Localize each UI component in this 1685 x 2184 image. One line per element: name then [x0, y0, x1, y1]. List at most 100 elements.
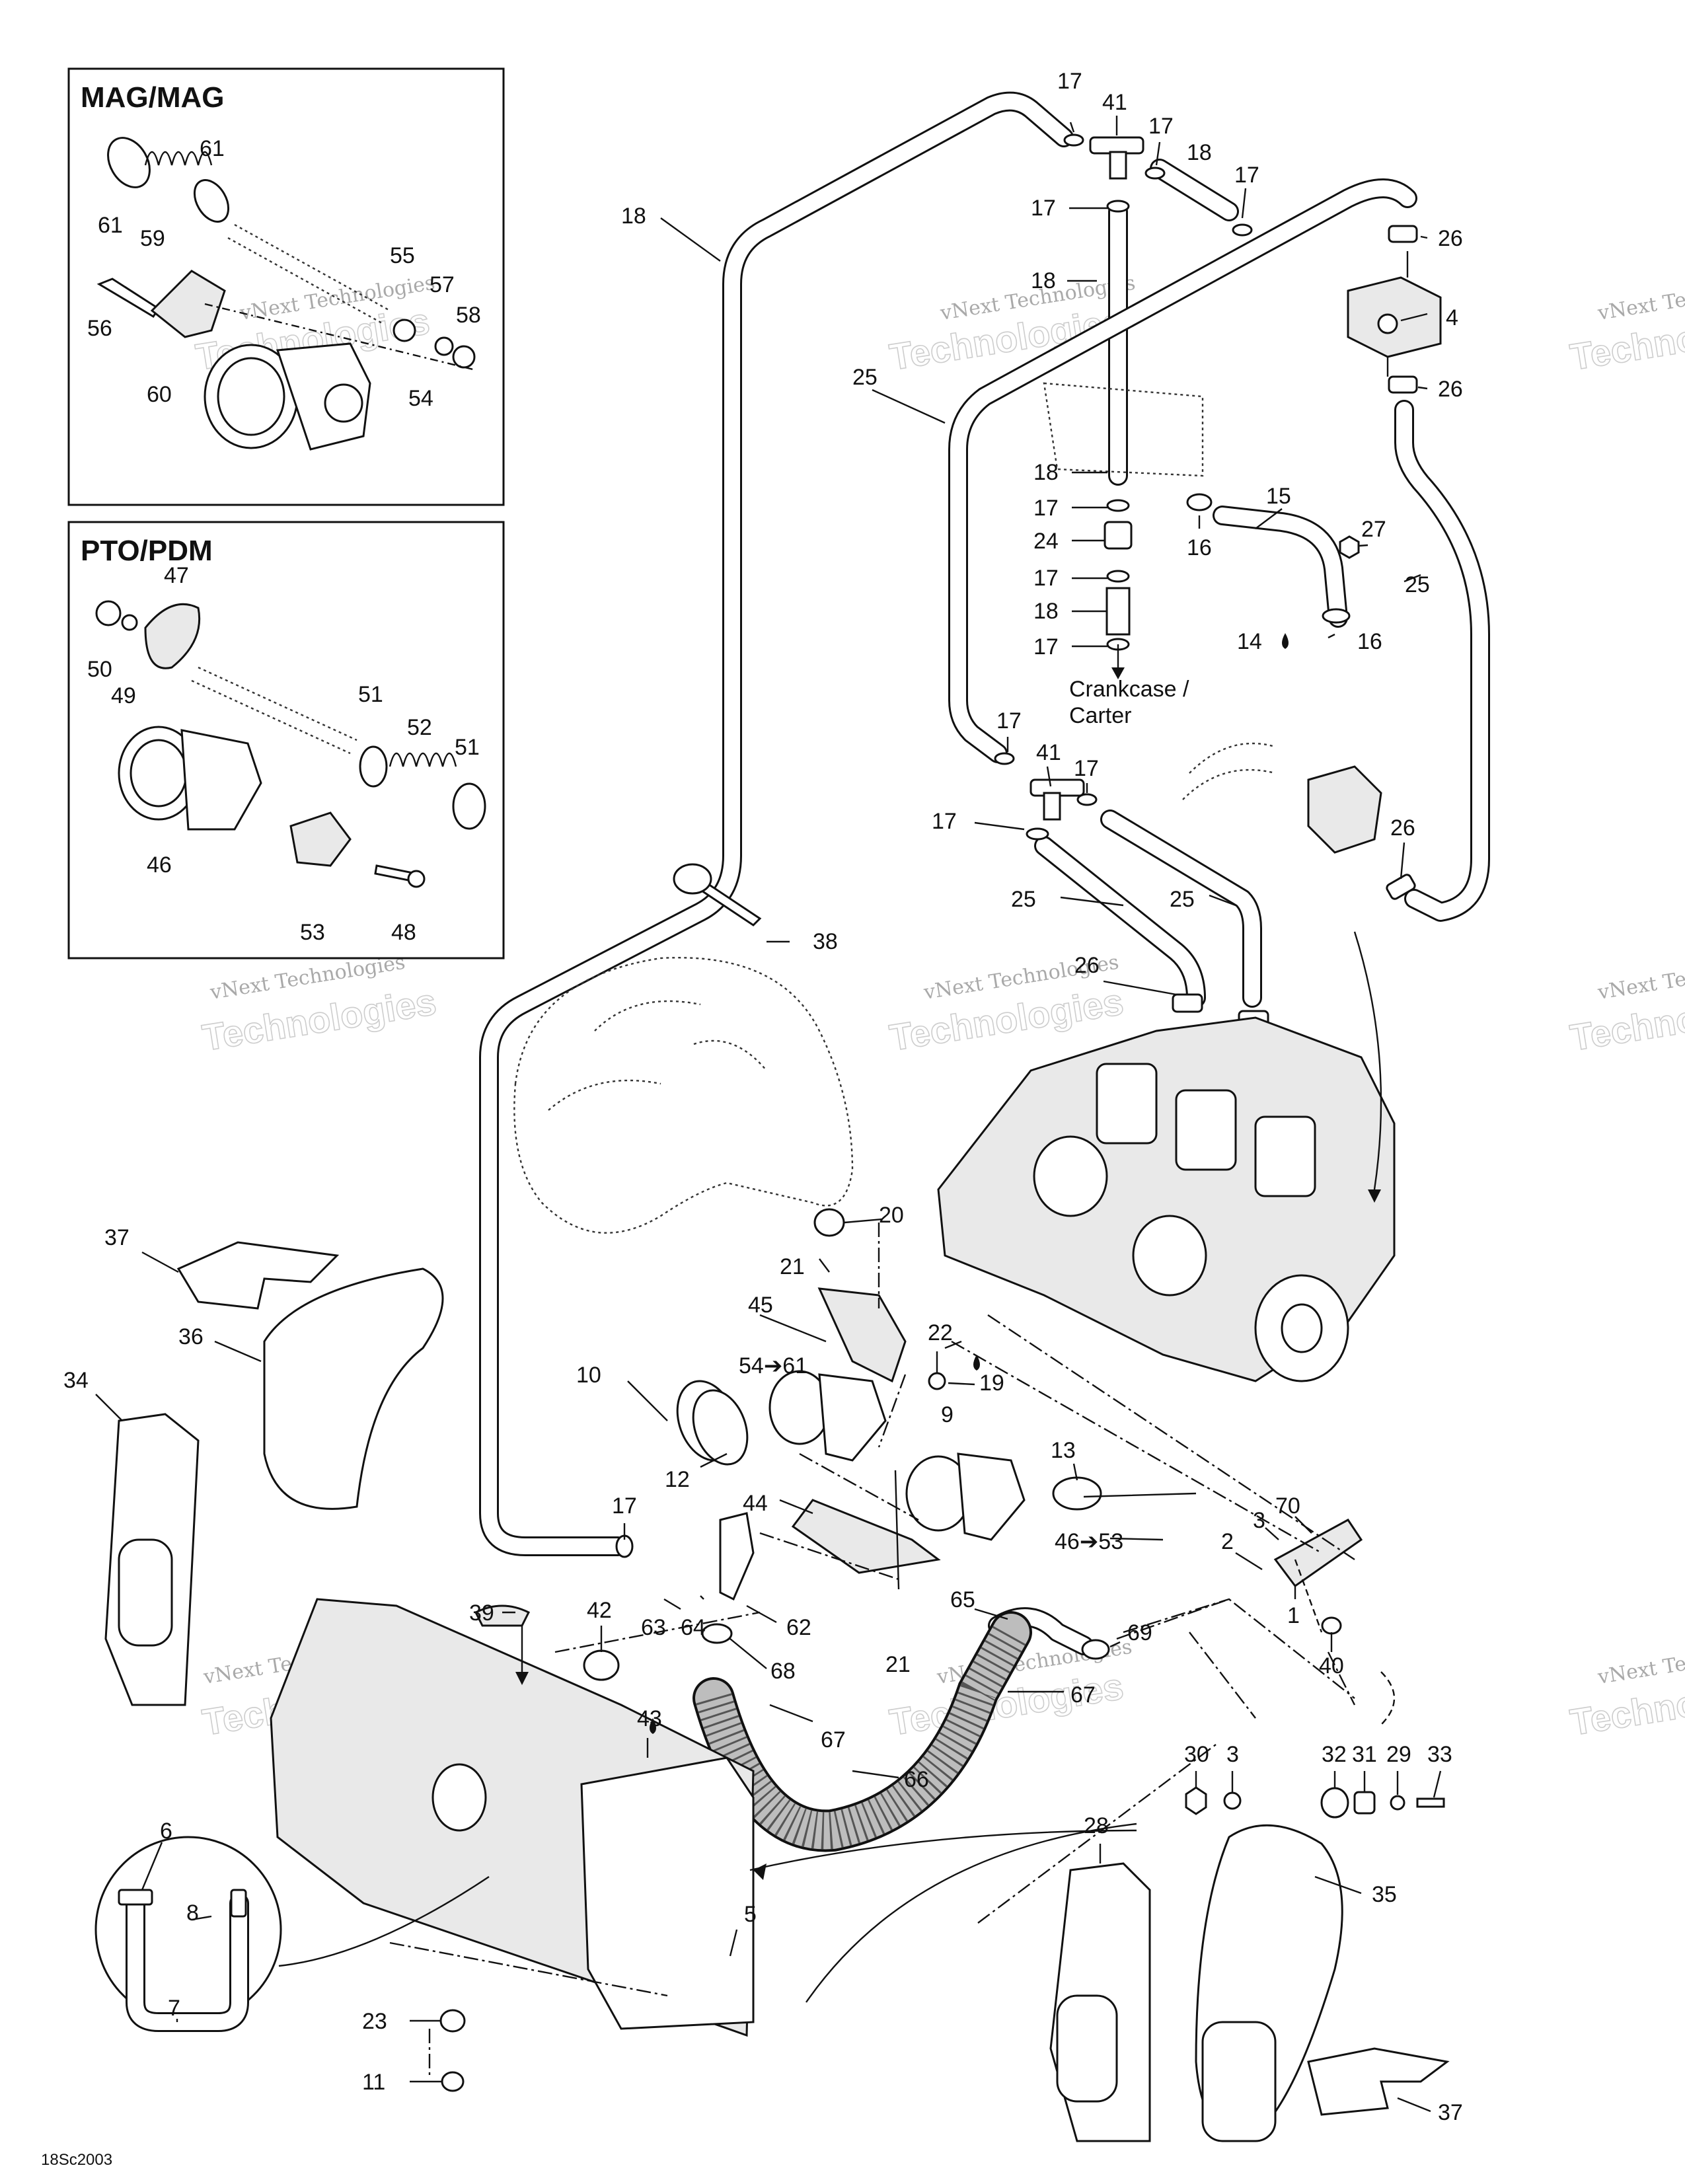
watermark-text: vNext Technologies — [1596, 272, 1685, 325]
callout-13: 13 — [1051, 1438, 1076, 1463]
callout-66: 66 — [904, 1767, 929, 1792]
callout-18: 18 — [621, 204, 646, 229]
callout-35: 35 — [1372, 1882, 1397, 1907]
callout-62: 62 — [786, 1615, 811, 1640]
airbox-silencer — [270, 1598, 755, 2037]
watermark-text: Technologies — [887, 981, 1126, 1059]
callout-39: 39 — [469, 1600, 494, 1626]
callout-46: 46 — [147, 852, 172, 878]
callout-26: 26 — [1438, 377, 1463, 402]
callout-5: 5 — [744, 1902, 757, 1927]
callout-50: 50 — [87, 657, 112, 682]
inset-pto-pdm: PTO/PDM — [67, 521, 505, 960]
callout-17: 17 — [1057, 69, 1082, 94]
side-panels — [104, 1241, 1450, 2142]
callout-61: 61 — [200, 136, 225, 161]
callout-42: 42 — [587, 1598, 612, 1623]
callout-labels: 61 61 59 55 57 58 56 60 54 47 50 49 51 5… — [41, 69, 1463, 2169]
callout-51: 51 — [358, 682, 383, 707]
callout-21: 21 — [780, 1254, 805, 1279]
leader-lines — [95, 116, 1442, 2113]
inset-title: PTO/PDM — [81, 535, 213, 567]
callout-26: 26 — [1438, 226, 1463, 251]
callout-16: 16 — [1187, 535, 1212, 560]
callout-37: 37 — [104, 1225, 130, 1250]
callout-54-to-61: 54➔61 — [739, 1353, 807, 1378]
callout-31: 31 — [1352, 1742, 1377, 1767]
callout-28: 28 — [1084, 1813, 1109, 1838]
callout-68: 68 — [770, 1659, 796, 1684]
callout-25: 25 — [1405, 572, 1430, 597]
note-carter: Carter — [1069, 703, 1131, 728]
watermark-text: vNext Technologies — [1596, 1636, 1685, 1689]
callout-3: 3 — [1253, 1508, 1265, 1533]
callout-63: 63 — [641, 1615, 666, 1640]
callout-27: 27 — [1361, 517, 1386, 542]
callout-70: 70 — [1275, 1493, 1300, 1519]
hose-routing — [479, 91, 1490, 1655]
callout-18: 18 — [1033, 599, 1059, 624]
callout-25: 25 — [1011, 887, 1036, 912]
callout-57: 57 — [430, 272, 455, 297]
callout-17: 17 — [1074, 756, 1099, 781]
callout-1: 1 — [1287, 1603, 1300, 1628]
callout-58: 58 — [456, 303, 481, 328]
callout-44: 44 — [743, 1491, 768, 1516]
callout-65: 65 — [950, 1587, 975, 1612]
callout-46-to-53: 46➔53 — [1055, 1529, 1123, 1554]
callout-56: 56 — [87, 316, 112, 341]
watermark-text: vNext Technologies — [1596, 951, 1685, 1004]
callout-53: 53 — [300, 920, 325, 945]
callout-45: 45 — [748, 1293, 773, 1318]
callout-22: 22 — [928, 1320, 953, 1345]
callout-11: 11 — [362, 2070, 385, 2095]
callout-18: 18 — [1033, 460, 1059, 485]
callout-33: 33 — [1427, 1742, 1452, 1767]
callout-69: 69 — [1127, 1620, 1152, 1645]
callout-37: 37 — [1438, 2100, 1463, 2125]
callout-48: 48 — [391, 920, 416, 945]
throttle-assembly — [439, 1208, 1445, 2092]
callout-41: 41 — [1036, 740, 1061, 765]
callout-6: 6 — [160, 1819, 172, 1844]
callout-7: 7 — [168, 1996, 180, 2021]
figure-code: 18Sc2003 — [41, 2151, 112, 2169]
callout-3: 3 — [1226, 1742, 1239, 1767]
callout-16: 16 — [1357, 629, 1382, 654]
callout-52: 52 — [407, 715, 432, 740]
callout-2: 2 — [1221, 1529, 1234, 1554]
exhaust-manifold-outline — [513, 382, 1204, 1234]
callout-17: 17 — [1234, 163, 1259, 188]
callout-38: 38 — [813, 929, 838, 954]
callout-15: 15 — [1266, 484, 1291, 509]
inset-title: MAG/MAG — [81, 81, 225, 114]
engine-block — [937, 1016, 1396, 1382]
callout-25: 25 — [1170, 887, 1195, 912]
callout-23: 23 — [362, 2009, 387, 2034]
callout-12: 12 — [665, 1467, 690, 1492]
callout-17: 17 — [1033, 634, 1059, 659]
callout-8: 8 — [186, 1901, 199, 1926]
callout-4: 4 — [1446, 305, 1458, 330]
callout-55: 55 — [390, 243, 415, 268]
callout-34: 34 — [63, 1368, 89, 1393]
callout-67: 67 — [821, 1727, 846, 1752]
callout-18: 18 — [1031, 268, 1056, 293]
drain-detail-circle — [94, 1836, 490, 2032]
callout-64: 64 — [681, 1615, 706, 1640]
callout-17: 17 — [1033, 566, 1059, 591]
callout-60: 60 — [147, 382, 172, 407]
callout-17: 17 — [1148, 114, 1174, 139]
callout-32: 32 — [1322, 1742, 1347, 1767]
note-crankcase: Crankcase / — [1069, 677, 1189, 702]
callout-54: 54 — [408, 386, 433, 411]
callout-30: 30 — [1184, 1742, 1209, 1767]
fittings-group — [615, 133, 1442, 1558]
callout-36: 36 — [178, 1324, 204, 1349]
callout-9: 9 — [941, 1402, 954, 1427]
callout-21: 21 — [885, 1652, 911, 1677]
callout-10: 10 — [576, 1363, 601, 1388]
callout-19: 19 — [979, 1371, 1004, 1396]
callout-67: 67 — [1070, 1682, 1096, 1708]
